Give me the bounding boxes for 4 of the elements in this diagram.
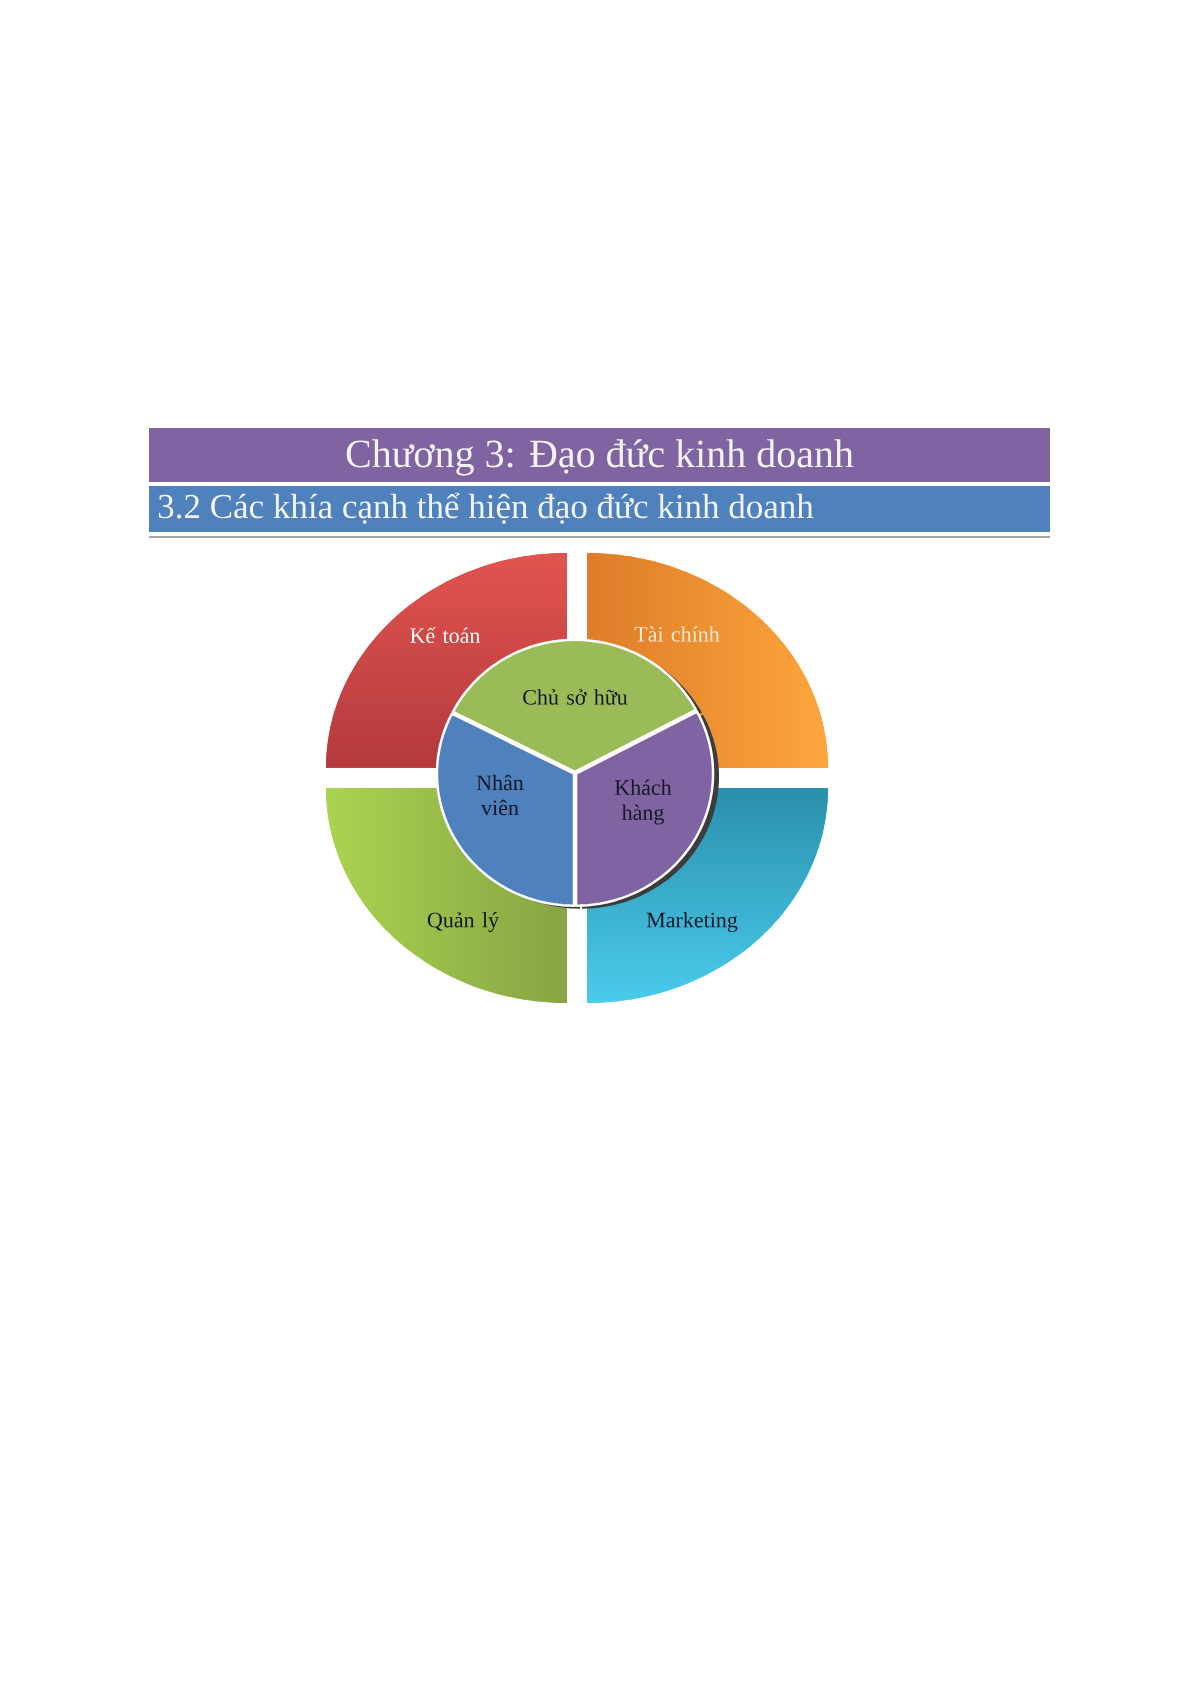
title-banner: Chương 3: Đạo đức kinh doanh xyxy=(149,428,1050,482)
pie-sector: Khách hàng xyxy=(574,710,720,909)
pie-sector: Nhân viên xyxy=(435,712,580,909)
section-banner: 3.2 Các khía cạnh thể hiện đạo đức kinh doanh xyxy=(149,486,1050,532)
